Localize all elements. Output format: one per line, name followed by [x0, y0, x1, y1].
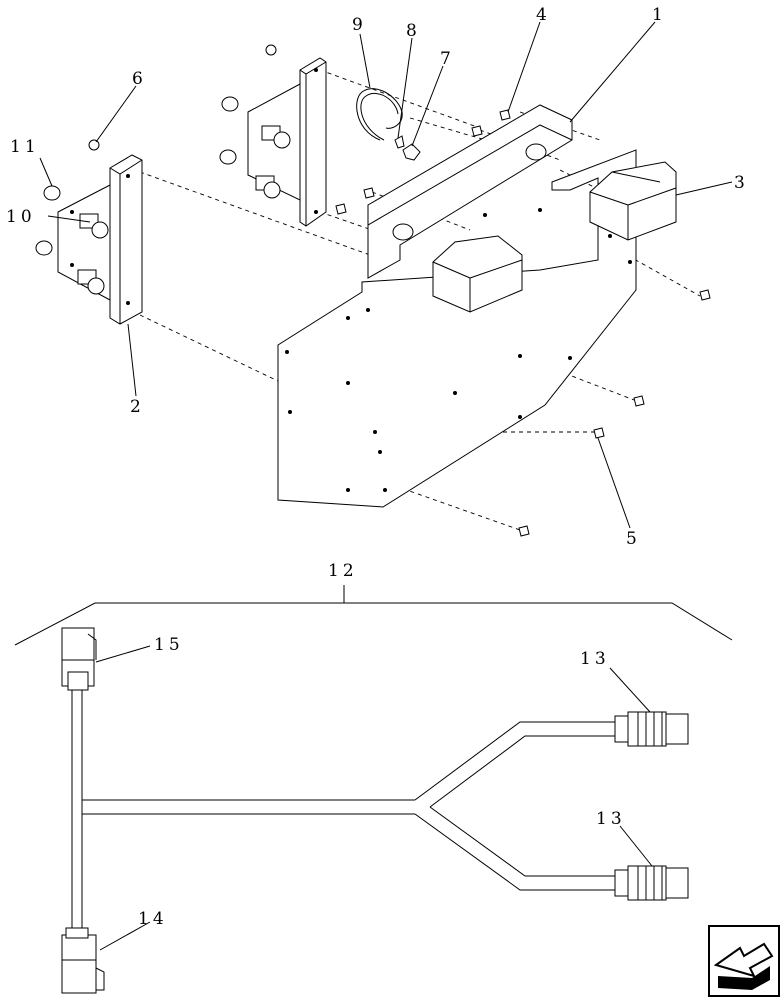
callout-13-upper: 13	[580, 649, 610, 669]
callout-2: 2	[130, 397, 145, 417]
callout-14: 14	[138, 909, 168, 929]
leader-lines-upper	[39, 21, 733, 529]
nut-11	[43, 185, 61, 201]
bolt-lower	[77, 269, 105, 295]
callout-11: 11	[10, 137, 40, 157]
next-page-arrow-icon[interactable]	[708, 925, 780, 997]
callout-15: 15	[154, 635, 184, 655]
connector-15	[61, 627, 97, 691]
callout-1: 1	[652, 5, 667, 25]
left-bracket	[35, 139, 143, 325]
callout-5: 5	[626, 529, 641, 549]
connector-13-upper	[614, 711, 689, 747]
clip-7	[402, 143, 421, 161]
mounting-block-center	[432, 235, 523, 313]
callout-10: 10	[6, 207, 36, 227]
callout-12: 12	[328, 561, 358, 581]
nut-lower	[35, 240, 53, 256]
main-bracket-plate	[277, 104, 637, 508]
washer-6	[88, 139, 100, 151]
harness-bracket-line	[14, 585, 733, 646]
upper-middle-bracket	[219, 44, 327, 227]
bolt-10	[79, 213, 109, 239]
callout-7: 7	[440, 49, 455, 69]
screw-8	[394, 135, 405, 149]
callout-9: 9	[352, 15, 367, 35]
leader-lines-lower	[95, 645, 653, 951]
hose-clamp-9	[356, 88, 403, 141]
callout-4: 4	[536, 5, 551, 25]
callout-13-lower: 13	[596, 809, 626, 829]
screws	[335, 109, 711, 537]
wire-harness	[71, 690, 615, 935]
mounting-block-right	[589, 161, 677, 241]
connector-13-lower	[614, 865, 689, 901]
callout-8: 8	[406, 21, 421, 41]
callout-3: 3	[734, 173, 749, 193]
callout-6: 6	[132, 69, 147, 89]
connector-14	[61, 927, 105, 994]
callout-labels: 1 2 3 4 5 6 7 8 9 10 11 12 13 13 14 15	[6, 5, 749, 929]
